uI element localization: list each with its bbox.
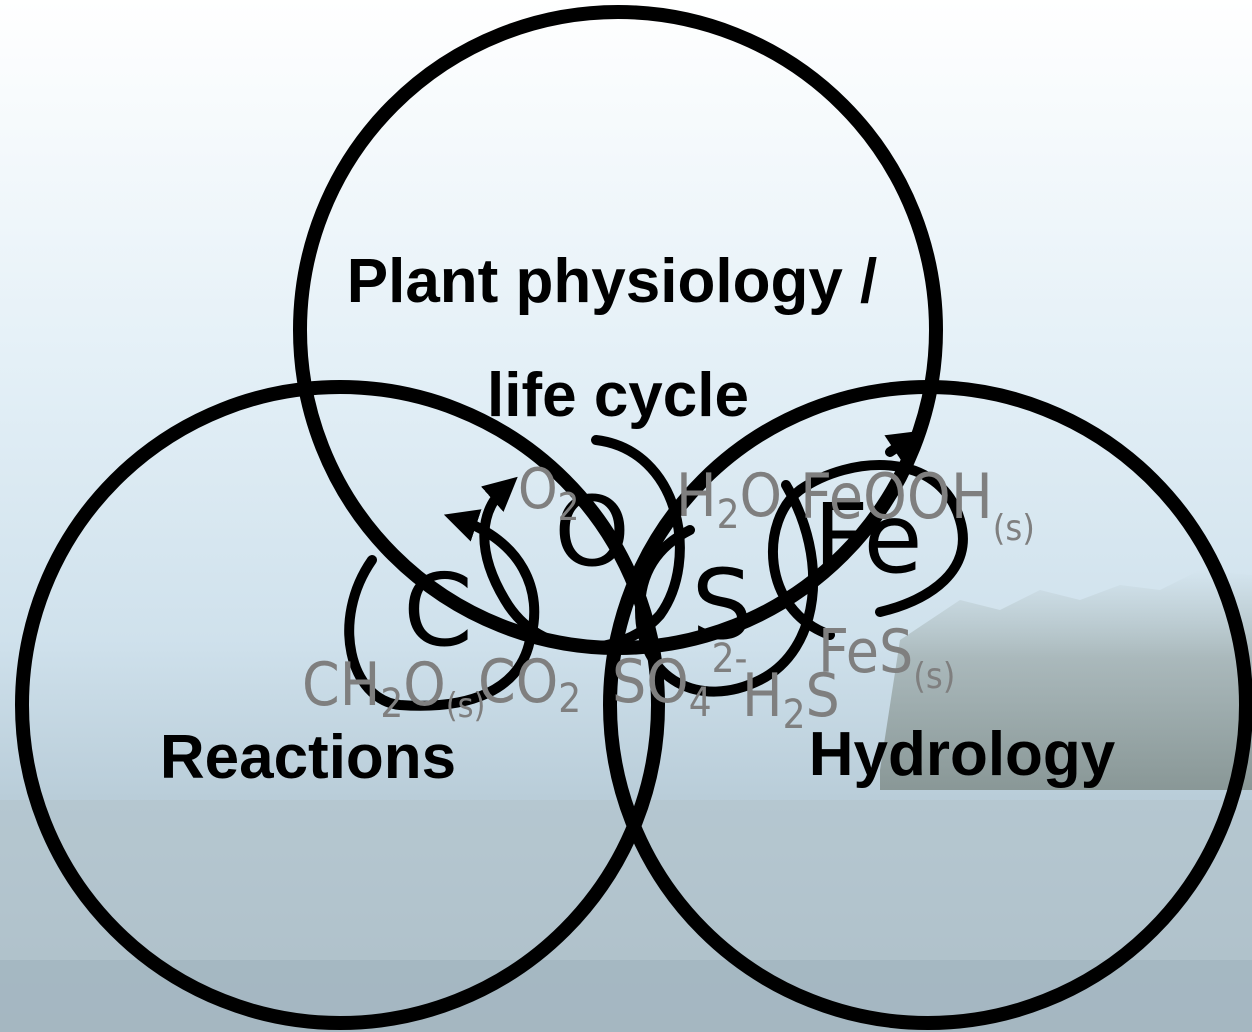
label-plant-physiology-line1: Plant physiology / <box>347 247 878 316</box>
label-reactions: Reactions <box>160 723 456 792</box>
label-plant-physiology-line2: life cycle <box>487 361 749 430</box>
label-hydrology: Hydrology <box>809 720 1116 789</box>
